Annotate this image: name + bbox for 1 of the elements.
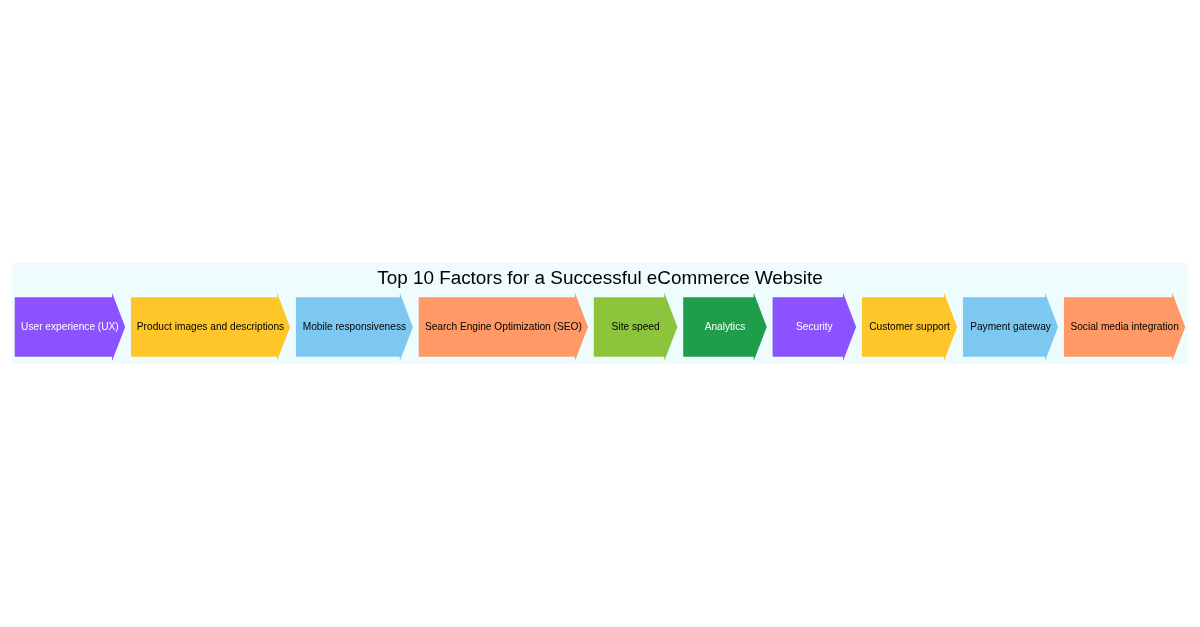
- diagram-title: Top 10 Factors for a Successful eCommerce Website: [377, 266, 823, 288]
